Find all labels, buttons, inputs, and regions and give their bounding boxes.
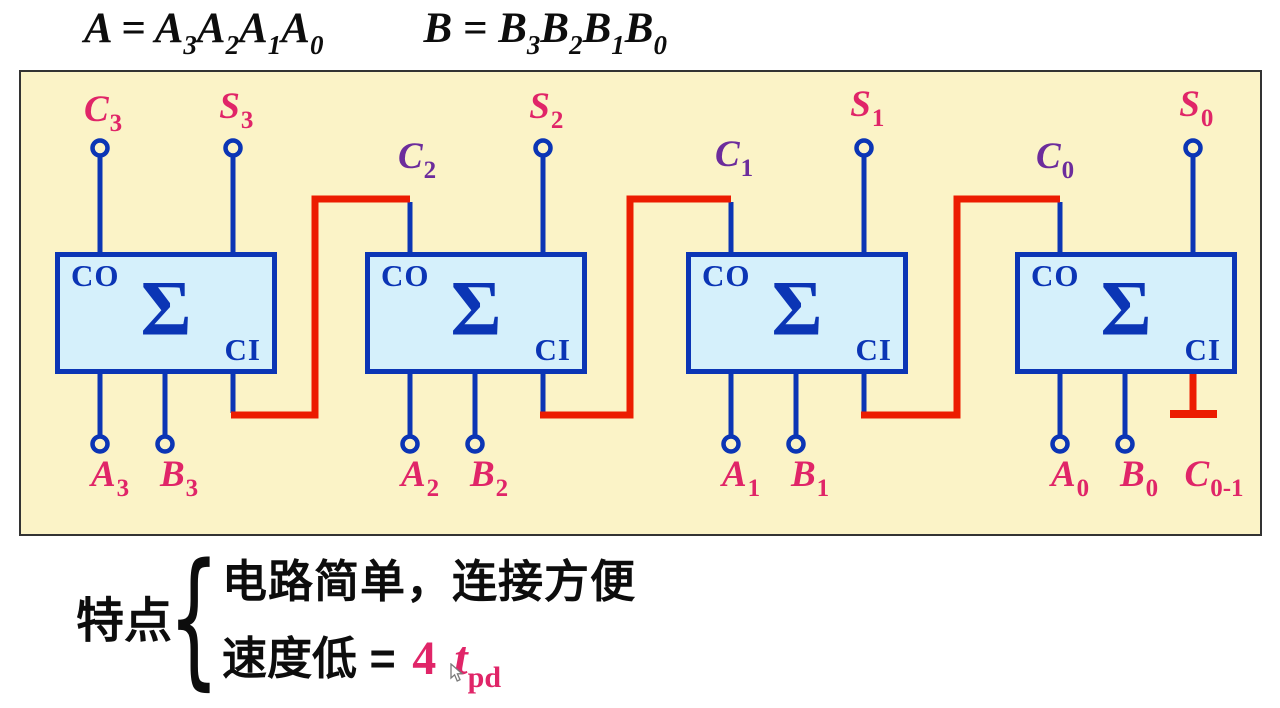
full-adder-block-bit0: CO Σ CI xyxy=(1015,252,1237,374)
label-a1: A1 xyxy=(721,454,761,502)
co-pin-label: CO xyxy=(71,258,120,293)
label-s1: S1 xyxy=(850,84,885,132)
wiring-layer xyxy=(90,138,1217,454)
formula-a: A = A3A2A1A0 xyxy=(84,5,324,60)
carry-wire-c1 xyxy=(540,195,731,419)
sigma-adder-icon: Σ xyxy=(450,264,502,352)
terminal-b2 xyxy=(465,434,485,454)
terminal-c3 xyxy=(90,138,110,158)
terminal-a1 xyxy=(721,434,741,454)
ci-pin-label: CI xyxy=(855,332,892,367)
terminal-b1 xyxy=(786,434,806,454)
carry-wire-c2 xyxy=(231,195,410,419)
terminal-a0 xyxy=(1050,434,1070,454)
co-pin-label: CO xyxy=(702,258,751,293)
sigma-adder-icon: Σ xyxy=(771,264,823,352)
terminal-s1 xyxy=(854,138,874,158)
label-s3: S3 xyxy=(219,86,254,134)
full-adder-block-bit1: CO Σ CI xyxy=(686,252,908,374)
label-a3: A3 xyxy=(90,454,130,502)
full-adder-block-bit2: CO Σ CI xyxy=(365,252,587,374)
terminal-s2 xyxy=(533,138,553,158)
mouse-cursor-icon xyxy=(450,663,464,682)
co-pin-label: CO xyxy=(381,258,430,293)
ci-pin-label: CI xyxy=(534,332,571,367)
feature-line-2-text: 速度低 = xyxy=(222,633,409,684)
label-s0: S0 xyxy=(1179,84,1214,132)
binary-word-formulas: A = A3A2A1A0 B = B3B2B1B0 xyxy=(84,0,667,59)
label-a0: A0 xyxy=(1050,454,1090,502)
terminal-s0 xyxy=(1183,138,1203,158)
feature-line-1: 电路简单，连接方便 xyxy=(222,556,637,607)
label-c0: C0 xyxy=(1035,136,1075,184)
terminal-a2 xyxy=(400,434,420,454)
terminal-a3 xyxy=(90,434,110,454)
label-b3: B3 xyxy=(159,454,199,502)
sigma-adder-icon: Σ xyxy=(140,264,192,352)
terminal-b0 xyxy=(1115,434,1135,454)
full-adder-block-bit3: CO Σ CI xyxy=(55,252,277,374)
brace-glyph: { xyxy=(168,532,220,704)
ci-pin-label: CI xyxy=(224,332,261,367)
sigma-adder-icon: Σ xyxy=(1100,264,1152,352)
features-heading: 特点 xyxy=(76,595,173,648)
terminal-s3 xyxy=(223,138,243,158)
terminal-b3 xyxy=(155,434,175,454)
delay-coefficient: 4 xyxy=(412,632,437,685)
formula-b: B = B3B2B1B0 xyxy=(423,5,667,60)
ci-pin-label: CI xyxy=(1184,332,1221,367)
co-pin-label: CO xyxy=(1031,258,1080,293)
label-c2: C2 xyxy=(397,136,437,184)
label-b0: B0 xyxy=(1119,454,1159,502)
delay-subscript: pd xyxy=(467,661,502,694)
carry-wire-c0 xyxy=(861,195,1060,419)
label-c1: C1 xyxy=(714,134,754,182)
label-b2: B2 xyxy=(469,454,509,502)
label-c0-minus-1: C0-1 xyxy=(1184,454,1244,502)
label-c3: C3 xyxy=(83,89,123,137)
label-b1: B1 xyxy=(790,454,830,502)
ripple-carry-adder-panel: CO Σ CI CO Σ CI CO Σ CI CO Σ CI C3 S3 S2… xyxy=(19,70,1262,536)
label-a2: A2 xyxy=(400,454,440,502)
label-s2: S2 xyxy=(529,86,564,134)
